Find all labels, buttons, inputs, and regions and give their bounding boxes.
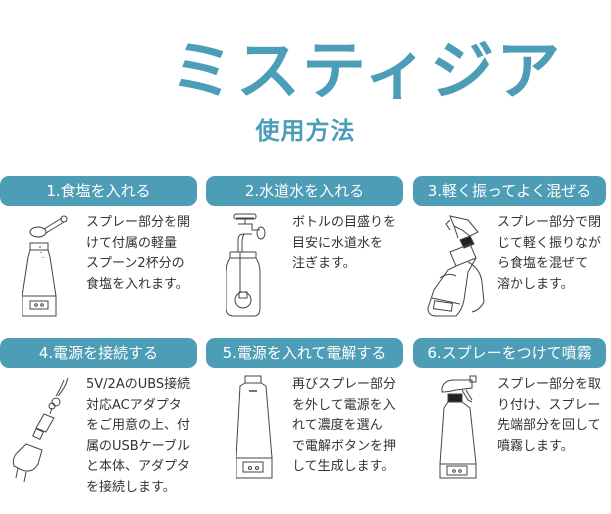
step-3-header: 3.軽く振ってよく混ぜる: [413, 176, 606, 206]
bottle-with-spoon-icon: [22, 212, 78, 320]
faucet-filling-bottle-icon: [226, 212, 276, 320]
step-1-text: スプレー部分を開 けて付属の軽量 スプーン2杯分の 食塩を入れます。: [86, 215, 191, 292]
step-6-text: スプレー部分を取 り付け、スプレー 先端部分を回して 噴霧します。: [497, 377, 602, 454]
spray-bottle-icon: [436, 374, 486, 482]
step-4-text: 5V/2AのUBS接続 対応ACアダプタ をご用意の上、付 属のUSBケーブル …: [86, 377, 191, 495]
step-5-header: 5.電源を入れて電解する: [206, 338, 403, 368]
brand-logo: ミスティジア: [170, 35, 563, 109]
step-2-text: ボトルの目盛りを 目安に水道水を 注ぎます。: [292, 215, 397, 271]
step-1-header: 1.食塩を入れる: [0, 176, 197, 206]
usb-cable-adapter-icon: [12, 374, 72, 484]
step-6-header: 6.スプレーをつけて噴霧: [413, 338, 606, 368]
page-title: 使用方法: [255, 117, 356, 145]
hand-shaking-spray-bottle-icon: [420, 210, 492, 322]
device-bottle-icon: [236, 374, 276, 482]
step-5-text: 再びスプレー部分 を外して電源を入 れて濃度を選ん で電解ボタンを押 して生成し…: [292, 377, 397, 474]
step-2-header: 2.水道水を入れる: [206, 176, 403, 206]
step-3-text: スプレー部分で閉 じて軽く振りなが ら食塩を混ぜて 溶かします。: [497, 215, 602, 292]
step-4-header: 4.電源を接続する: [0, 338, 197, 368]
